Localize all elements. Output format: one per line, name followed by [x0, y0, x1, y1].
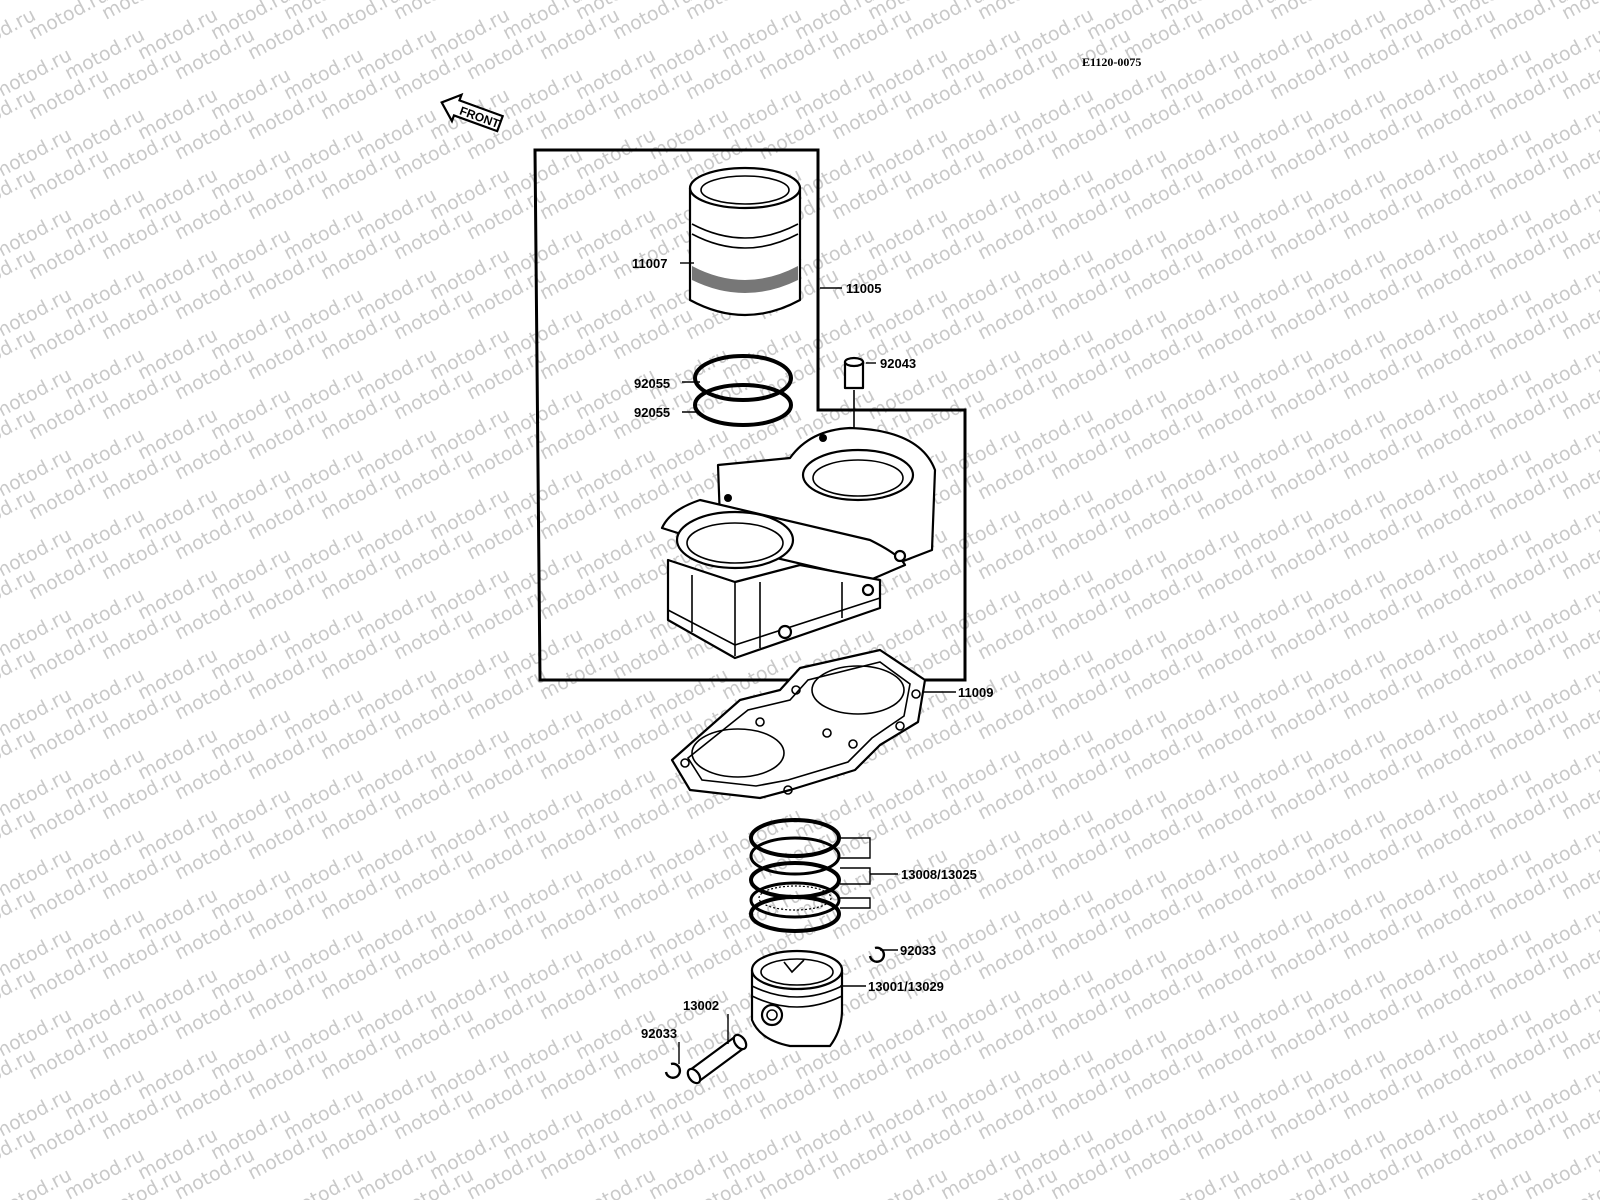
cylinder-block [660, 426, 937, 660]
cylinder-sleeve [688, 166, 802, 316]
label-92055-lower: 92055 [634, 405, 670, 420]
diagram-code: E1120-0075 [1082, 55, 1141, 69]
cylinder-assembly-bracket [533, 148, 967, 682]
label-13008-13025: 13008/13025 [901, 867, 977, 882]
watermark-text: motod.ru [98, 0, 185, 24]
label-92033-left: 92033 [641, 1026, 677, 1041]
label-92055-upper: 92055 [634, 376, 670, 391]
watermark-text: motod.ru [1266, 0, 1353, 24]
piston-ring-set [749, 818, 898, 933]
watermark-text: motod.ru [572, 1164, 659, 1200]
piston [750, 949, 844, 1048]
label-13001-13029: 13001/13029 [868, 979, 944, 994]
label-11005: 11005 [846, 281, 881, 296]
label-11007: 11007 [632, 256, 667, 271]
label-92043: 92043 [880, 356, 916, 371]
watermark-text: motod.ru [682, 0, 769, 24]
label-11009: 11009 [958, 685, 993, 700]
circlip-left [664, 1062, 682, 1079]
watermark-text: motod.ru [0, 1164, 75, 1200]
watermark-text: motod.ru [1156, 1164, 1243, 1200]
circlip-right [868, 946, 886, 963]
o-ring-lower [693, 383, 793, 427]
watermark-text: motod.ru [390, 0, 477, 24]
label-92033-right: 92033 [900, 943, 936, 958]
watermark-text: motod.ru [974, 0, 1061, 24]
o-ring-upper [693, 354, 793, 402]
watermark-text: motod.ru [1558, 0, 1600, 24]
dowel-pin [843, 356, 865, 428]
watermark-text: motod.ru [1448, 1164, 1535, 1200]
base-gasket [670, 648, 927, 800]
leader-lines [678, 262, 956, 1064]
label-13002: 13002 [683, 998, 719, 1013]
watermark-text: motod.ru [280, 1164, 367, 1200]
watermark-text: motod.ru [864, 1164, 951, 1200]
piston-pin [686, 1033, 748, 1085]
